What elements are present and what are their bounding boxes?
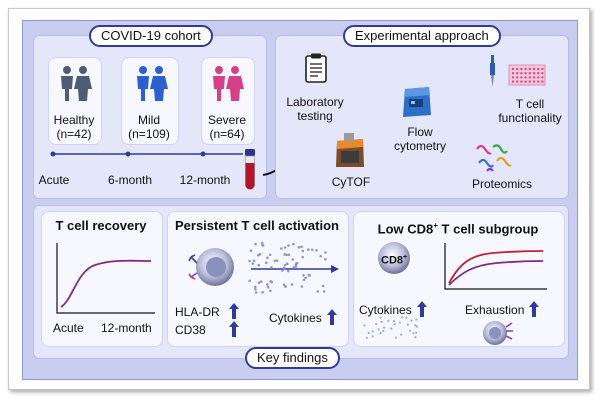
timeline (50, 151, 243, 157)
approach-t-cell-functionality: T cell functionality (498, 97, 562, 125)
cd8-cytokines-up-arrow-icon (417, 301, 427, 317)
recovery-title: T cell recovery (55, 218, 147, 233)
recovery-x-12-month: 12-month (101, 321, 152, 335)
approach-flow: Flow cytometry (393, 125, 446, 153)
clipboard-icon (305, 53, 327, 83)
recovery-chart (56, 243, 155, 314)
recovery-card (41, 211, 163, 347)
graphical-abstract: Healthy (n=42) Mild (n=109) Severe (n=64… (22, 20, 578, 380)
severe-label: Severe (207, 113, 247, 127)
activation-card (167, 211, 349, 347)
timeline-6-month: 6-month (107, 173, 153, 187)
cd8-badge-icon (378, 242, 410, 274)
cytokine-dots (248, 241, 339, 294)
timeline-acute: Acute (38, 173, 70, 187)
activation-title: Persistent T cell activation (174, 218, 339, 233)
exhausted-t-cell-icon (483, 321, 513, 345)
cytof-machine-icon (336, 133, 364, 167)
severe-group-card (201, 57, 255, 145)
mild-group-card (121, 57, 179, 145)
hla-dr-up-arrow-icon (229, 303, 239, 319)
mild-people-icon (137, 66, 168, 101)
findings-title: Key findings (245, 347, 340, 369)
activation-hla-dr: HLA-DR (175, 305, 220, 319)
healthy-group-card (48, 57, 102, 145)
cd8-badge-label: CD8+ (381, 254, 408, 267)
cytokines-up-arrow-icon (327, 309, 337, 325)
approach-cytof: CyTOF (331, 175, 371, 189)
exhaustion-up-arrow-icon (529, 301, 539, 317)
activation-cd38: CD38 (175, 323, 206, 337)
cd8-cytokines: Cytokines (359, 303, 412, 317)
blood-tube-icon (245, 149, 255, 190)
activated-t-cell-icon (188, 248, 234, 286)
cd38-up-arrow-icon (229, 321, 239, 337)
cohort-title: COVID-19 cohort (89, 25, 213, 47)
cd8-title: Low CD8+ T cell subgroup (377, 221, 539, 237)
activation-cytokines: Cytokines (269, 311, 322, 325)
mild-count: (n=109) (128, 127, 170, 141)
approach-proteomics: Proteomics (471, 177, 533, 191)
cd8-cytokine-dots (363, 316, 418, 339)
recovery-x-acute: Acute (53, 321, 84, 335)
healthy-people-icon (61, 66, 92, 101)
mild-label: Mild (137, 113, 160, 127)
approach-title: Experimental approach (343, 25, 501, 47)
exhaustion-chart (444, 243, 547, 290)
approach-laboratory: Laboratory testing (286, 95, 344, 123)
healthy-label: Healthy (53, 113, 95, 127)
timeline-12-month: 12-month (179, 173, 231, 187)
severe-people-icon (213, 66, 244, 101)
cd8-exhaustion: Exhaustion (465, 303, 525, 317)
protein-icon (476, 144, 512, 172)
flow-cytometer-icon (403, 87, 431, 117)
pipette-plate-icon (490, 55, 546, 87)
severe-count: (n=64) (209, 127, 245, 141)
cd8-card (353, 211, 565, 347)
healthy-count: (n=42) (56, 127, 92, 141)
